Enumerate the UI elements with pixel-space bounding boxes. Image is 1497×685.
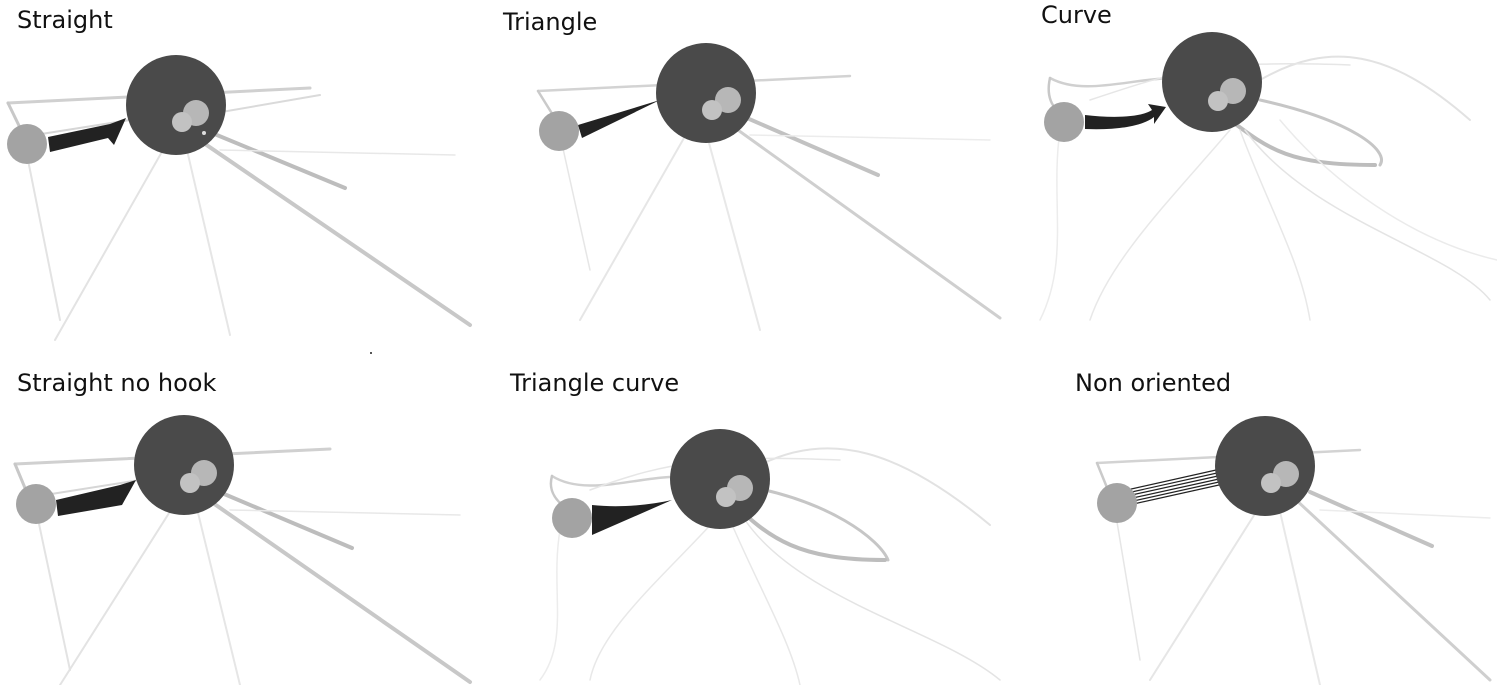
edge xyxy=(1244,129,1491,301)
edge xyxy=(579,109,701,321)
target-node xyxy=(1162,32,1262,132)
source-node xyxy=(1097,483,1137,523)
edge xyxy=(759,447,991,526)
source-node xyxy=(539,111,579,151)
inner-node xyxy=(715,87,741,113)
edge-arrow-straight-no-hook xyxy=(56,480,136,516)
panel-label: Straight xyxy=(17,6,113,34)
graph-straight-no-hook xyxy=(13,415,472,685)
panel-non-oriented: Non oriented xyxy=(1060,360,1497,685)
edge xyxy=(1149,489,1271,681)
panel-label: Triangle curve xyxy=(510,369,680,397)
edge xyxy=(59,479,191,685)
panel-straight: Straight xyxy=(0,0,480,341)
edge xyxy=(229,509,461,516)
inner-node xyxy=(202,131,206,135)
edge xyxy=(744,519,1001,681)
graph-curve xyxy=(1039,32,1497,321)
inner-node xyxy=(180,473,200,493)
edge xyxy=(179,119,231,336)
edge xyxy=(699,109,761,331)
edge xyxy=(198,126,347,190)
edge xyxy=(1258,98,1383,167)
panel-straight-no-hook: Straight no hook xyxy=(0,360,480,685)
edge xyxy=(34,504,71,671)
panel-label: Triangle xyxy=(503,8,598,36)
edge xyxy=(1274,489,1321,685)
edge xyxy=(1114,509,1141,661)
edge xyxy=(589,519,716,681)
panel-triangle: Triangle xyxy=(490,0,1010,340)
inner-node xyxy=(702,100,722,120)
edge xyxy=(54,119,181,341)
edge-arrow-curve xyxy=(1085,104,1166,130)
source-node xyxy=(16,484,56,524)
edge xyxy=(189,479,241,685)
target-node xyxy=(126,55,226,155)
edge xyxy=(708,108,1002,320)
panel-curve: Curve xyxy=(1030,0,1497,340)
target-node xyxy=(1215,416,1315,516)
edge xyxy=(1278,483,1492,682)
graph-non-oriented xyxy=(1095,416,1492,685)
panel-triangle-curve: Triangle curve xyxy=(500,360,1020,685)
edge-arrow-straight xyxy=(48,118,126,152)
edge xyxy=(1279,119,1497,261)
edge xyxy=(168,118,472,327)
inner-node xyxy=(1261,473,1281,493)
inner-node xyxy=(172,112,192,132)
edge xyxy=(1089,129,1231,321)
edge xyxy=(1228,118,1377,167)
edge xyxy=(738,483,890,562)
target-node xyxy=(134,415,234,515)
inner-node xyxy=(1208,91,1228,111)
edge xyxy=(539,529,561,681)
edge xyxy=(1259,55,1471,121)
panel-label: Non oriented xyxy=(1075,369,1232,397)
edge xyxy=(729,519,801,685)
edge-arrow-triangle xyxy=(578,100,660,138)
edge xyxy=(208,486,354,550)
target-node xyxy=(670,429,770,529)
edge xyxy=(1039,129,1061,321)
source-node xyxy=(552,498,592,538)
edge xyxy=(559,134,591,271)
edge-arrow-triangle-curve xyxy=(592,500,672,535)
graph-triangle-curve xyxy=(539,429,1001,685)
edge xyxy=(44,479,141,496)
graph-triangle xyxy=(536,43,1002,331)
source-node xyxy=(7,124,47,164)
source-node xyxy=(1044,102,1084,142)
edge xyxy=(749,134,991,141)
target-node xyxy=(656,43,756,143)
edge xyxy=(1239,129,1311,321)
edge xyxy=(219,149,456,156)
panel-label: Straight no hook xyxy=(17,369,217,397)
graph-straight xyxy=(6,55,472,341)
inner-node xyxy=(716,487,736,507)
edge-bundle-non-oriented xyxy=(1117,467,1229,508)
edge xyxy=(178,478,472,684)
panel-label: Curve xyxy=(1041,1,1112,29)
edge xyxy=(1319,509,1491,519)
edge xyxy=(1308,490,1434,548)
edge xyxy=(24,144,61,321)
stray-dot xyxy=(370,352,372,354)
edge xyxy=(738,113,880,177)
